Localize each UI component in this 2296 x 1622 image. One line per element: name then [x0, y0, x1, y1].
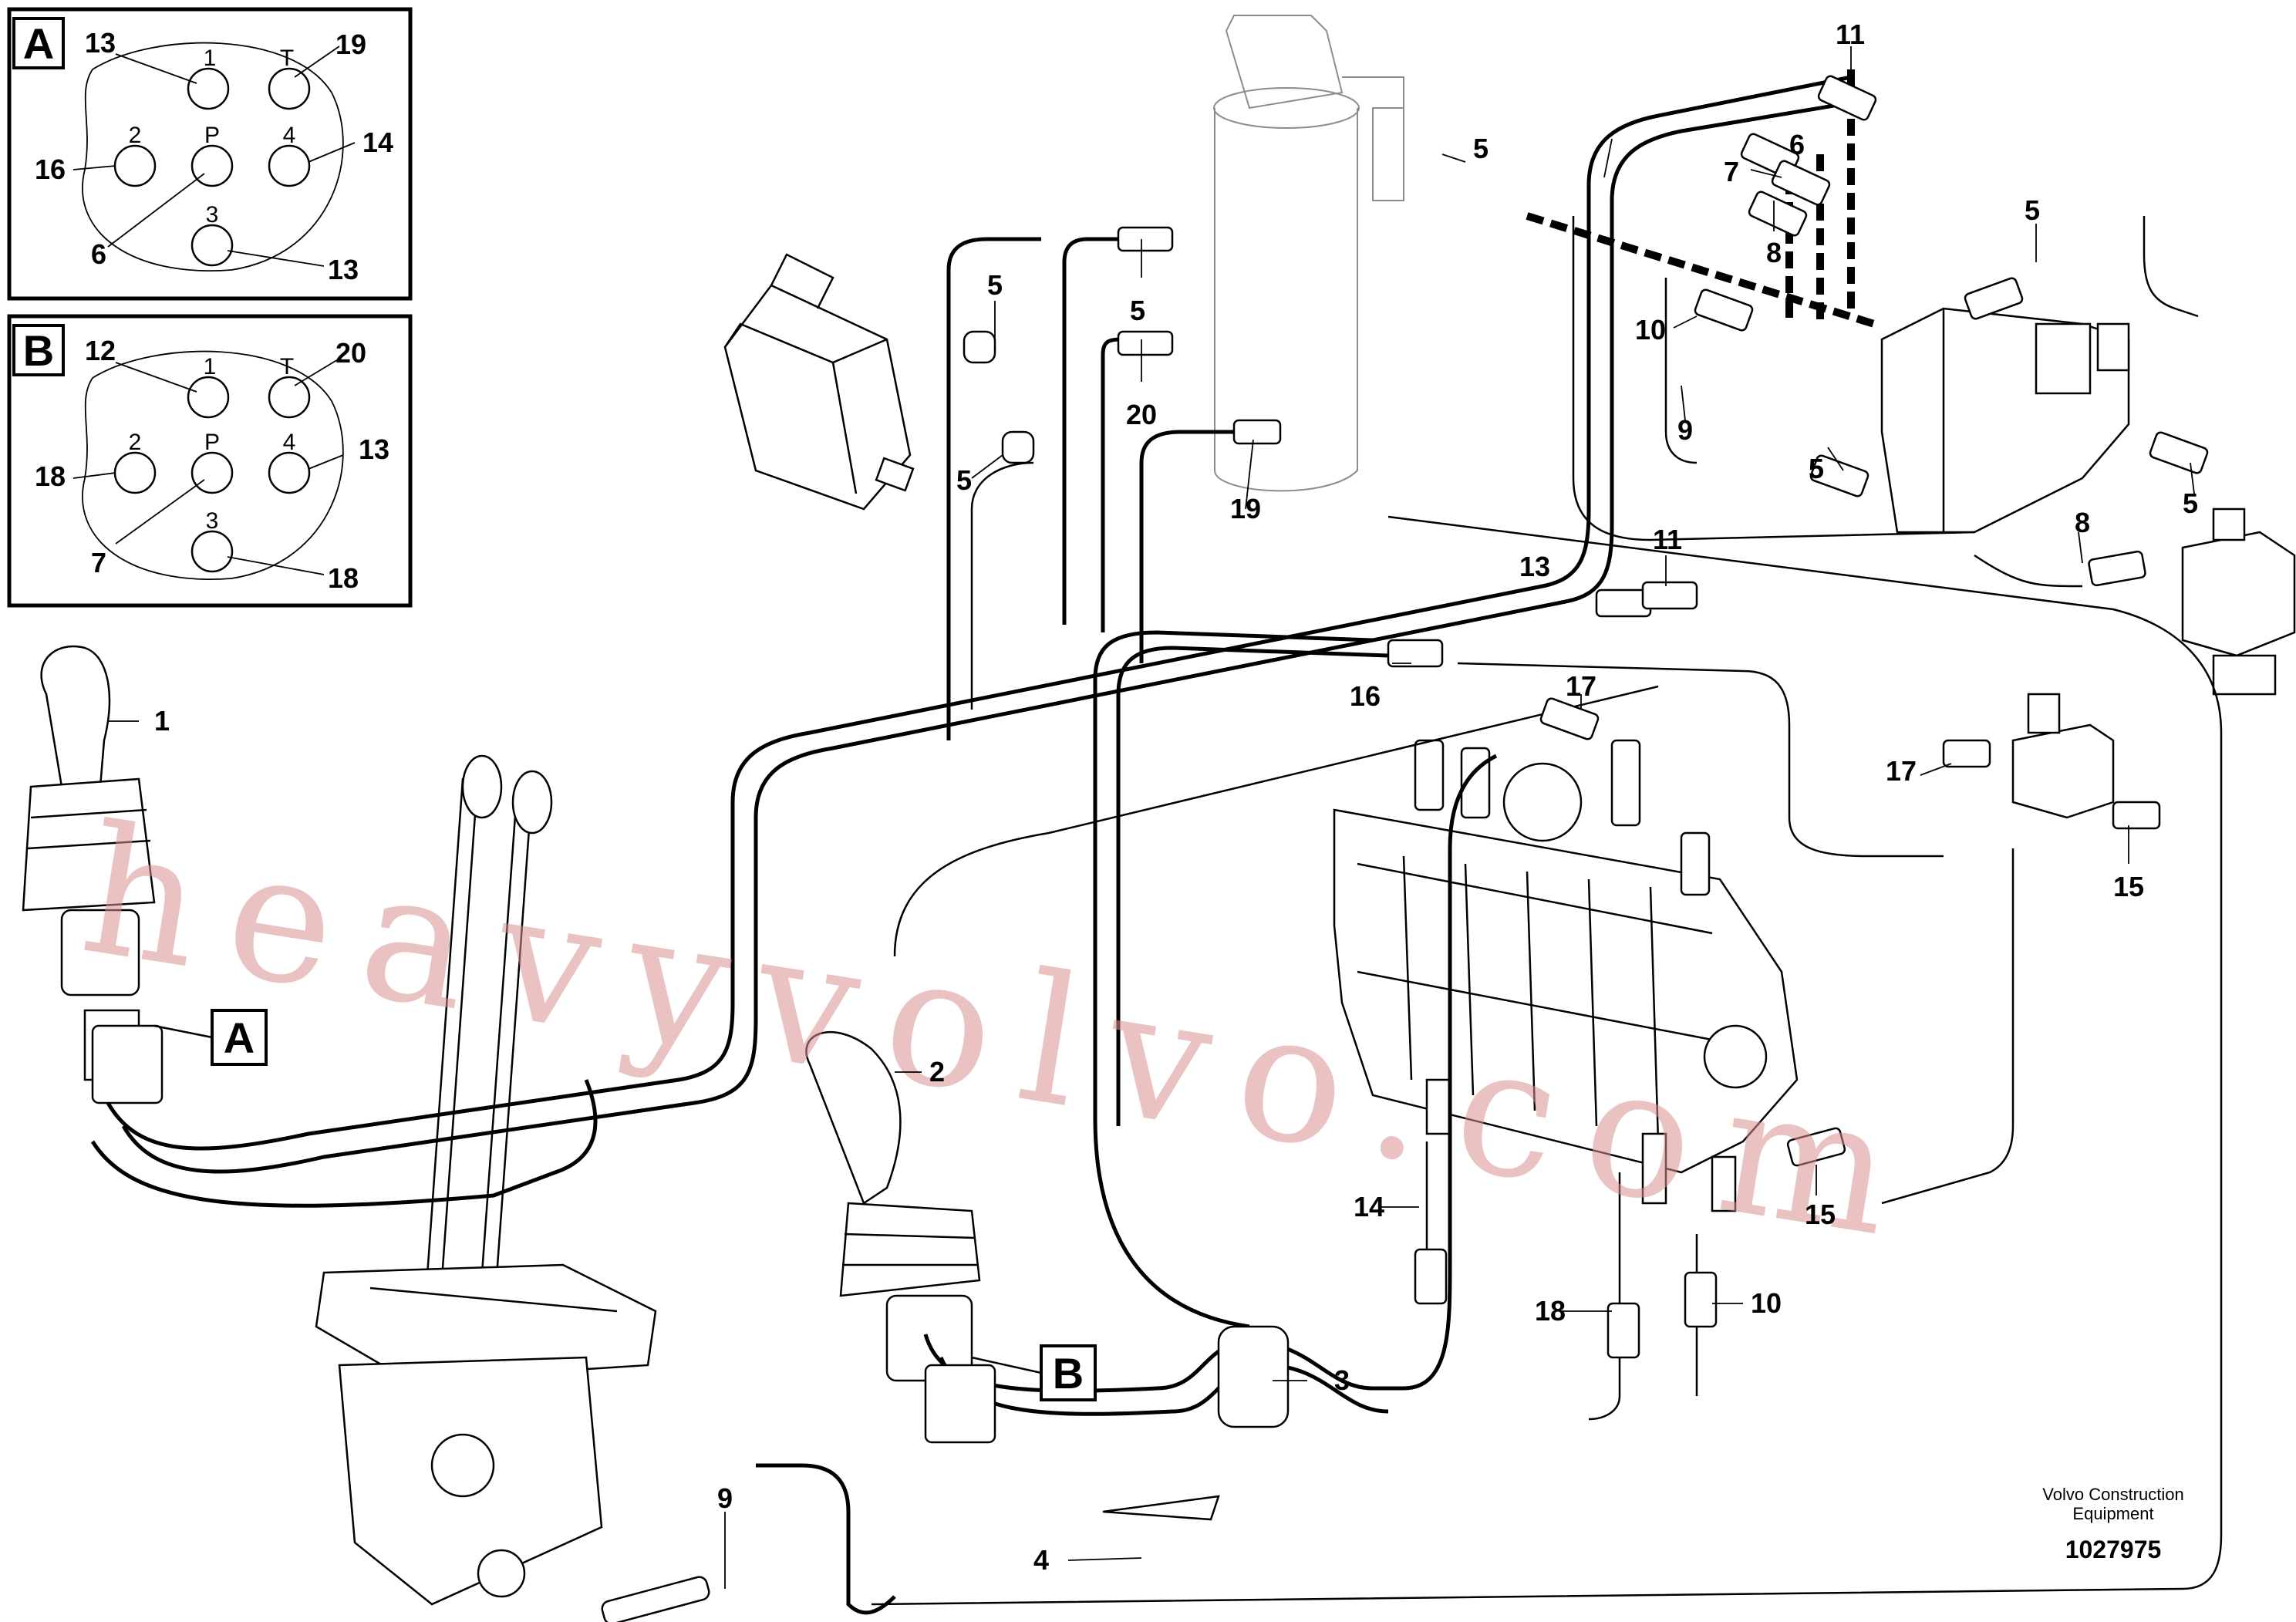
callout-5-valve-block: 5: [987, 269, 1003, 301]
callout-7: 7: [1724, 156, 1739, 187]
inset-a-callout-13-top: 13: [85, 27, 116, 59]
callout-15-right: 15: [2113, 871, 2144, 902]
inset-a-letter: A: [23, 19, 54, 68]
callout-leaders: [108, 46, 2195, 1589]
hydraulic-tank: [1213, 15, 1404, 492]
inset-a-callout-14: 14: [362, 126, 393, 158]
callout-16: 16: [1350, 680, 1381, 712]
callout-5-tank-upper: 5: [1130, 295, 1145, 326]
callout-20: 20: [1126, 399, 1157, 430]
pedal-assembly: [315, 754, 657, 1606]
callout-5-right: 5: [2183, 487, 2198, 519]
callout-11-mid: 11: [1653, 524, 1682, 555]
callout-9-bottom: 9: [717, 1482, 733, 1514]
inset-b-pin-3: 3: [206, 508, 219, 534]
inset-a: A 1 T 2 P 4 3 13 19 16 14 6 13: [7, 7, 413, 301]
inset-a-pin-1: 1: [204, 46, 217, 71]
callout-4: 4: [1033, 1544, 1049, 1576]
detail-label-a: A: [153, 1009, 268, 1066]
footer: Volvo Construction Equipment 1027975: [2042, 1485, 2183, 1563]
callout-18: 18: [1535, 1295, 1566, 1327]
inset-b-pin-2: 2: [129, 430, 142, 455]
inset-a-pin-3: 3: [206, 202, 219, 228]
inset-b-callout-18-bottom: 18: [328, 562, 359, 594]
detail-label-a-text: A: [224, 1013, 255, 1062]
inset-b-pin-4: 4: [283, 430, 296, 455]
callout-5-tank-right: 5: [1473, 133, 1489, 164]
callout-5-pilot-lower: 5: [1809, 453, 1824, 484]
callout-10-top: 10: [1635, 314, 1666, 346]
inset-a-callout-13-bottom: 13: [328, 254, 359, 285]
small-valve-mid: [2011, 693, 2115, 819]
solenoid-valve-block: [723, 253, 915, 511]
inset-b-pin-1: 1: [204, 354, 217, 379]
inset-a-callout-6: 6: [91, 238, 106, 270]
callout-15-lower: 15: [1805, 1199, 1836, 1230]
pilot-valve-block: [1880, 307, 2130, 534]
small-valve-right: [2181, 508, 2296, 696]
callout-13: 13: [1519, 551, 1550, 582]
callout-19: 19: [1230, 493, 1261, 524]
callouts: 1 2 3 4 5 5 5 5 5 5 5 6 7 8 8 9 9 10 10 …: [154, 19, 2198, 1576]
inset-a-callout-19: 19: [335, 29, 366, 60]
hose-fittings: [91, 75, 2209, 1622]
inset-a-pin-t: T: [280, 46, 294, 71]
company-name-line2: Equipment: [2072, 1504, 2153, 1523]
callout-17-right: 17: [1886, 755, 1917, 787]
inset-b-pin-p: P: [204, 430, 220, 455]
watermark-text: heavyvolvo.com: [70, 787, 1935, 1281]
detail-label-b-text: B: [1053, 1349, 1084, 1398]
callout-6: 6: [1789, 129, 1805, 160]
company-name-line1: Volvo Construction: [2042, 1485, 2183, 1504]
inset-b-pin-t: T: [280, 354, 294, 379]
inset-b-callout-20: 20: [335, 337, 366, 369]
callout-5-pilot-block: 5: [2025, 194, 2040, 226]
inset-b: B 1 T 2 P 4 3 12 20 18 13 7 18: [7, 314, 413, 608]
inset-a-callout-16: 16: [35, 153, 66, 185]
inset-a-pin-4: 4: [283, 123, 296, 148]
callout-17-left: 17: [1566, 670, 1596, 702]
document-number: 1027975: [2065, 1536, 2162, 1563]
callout-10-bottom: 10: [1751, 1287, 1782, 1319]
callout-2: 2: [929, 1056, 945, 1088]
inset-a-pin-2: 2: [129, 123, 142, 148]
callout-8-top: 8: [1766, 237, 1782, 268]
inset-b-callout-13: 13: [359, 433, 389, 465]
inset-b-callout-18: 18: [35, 460, 66, 492]
callout-8-right: 8: [2075, 507, 2090, 538]
detail-label-b: B: [971, 1344, 1097, 1401]
callout-1: 1: [154, 705, 170, 737]
callout-9-top: 9: [1677, 414, 1693, 446]
callout-11-top: 11: [1836, 19, 1865, 50]
inset-b-callout-12: 12: [85, 335, 116, 366]
inset-a-pin-p: P: [204, 123, 220, 148]
callout-14: 14: [1354, 1191, 1384, 1222]
callout-5-valve-block-lower: 5: [956, 464, 972, 496]
inset-b-callout-7: 7: [91, 547, 106, 578]
inset-b-letter: B: [23, 326, 54, 375]
callout-3: 3: [1334, 1364, 1350, 1396]
hose-lines: [90, 75, 2223, 1615]
